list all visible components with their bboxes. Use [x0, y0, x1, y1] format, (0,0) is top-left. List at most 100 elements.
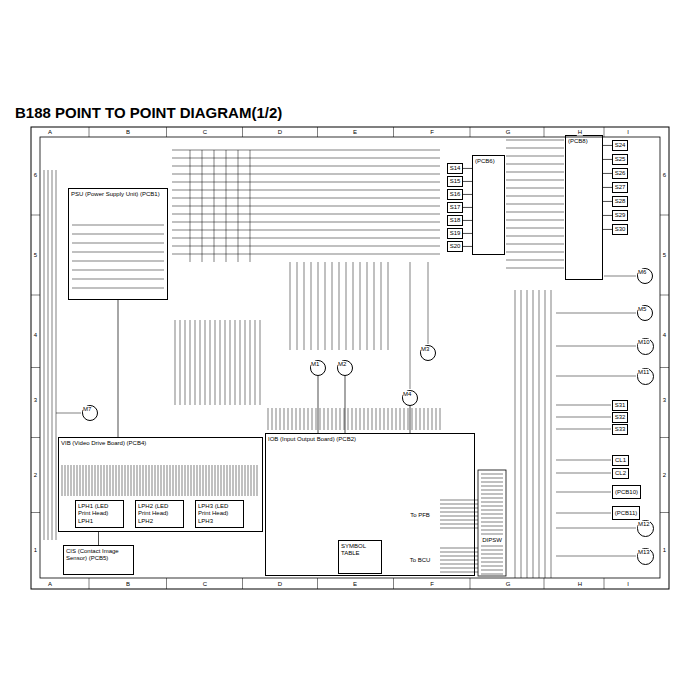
connector-pin	[364, 408, 365, 430]
harness-wire	[311, 262, 312, 350]
connector-pin	[376, 408, 377, 430]
connector-pin	[131, 465, 132, 496]
grid-row-number: 6	[33, 172, 38, 179]
grid-tick	[660, 215, 669, 216]
connector-pin	[188, 465, 189, 496]
harness-wire	[172, 238, 440, 239]
connector-pin	[220, 320, 221, 405]
harness-wire	[172, 230, 440, 231]
sheet-inner-frame	[40, 137, 660, 578]
connector-pin	[137, 465, 138, 496]
connector-pin	[344, 408, 345, 430]
connector-pin	[276, 408, 277, 430]
harness-wire	[52, 170, 53, 540]
connector-pin	[173, 465, 174, 496]
switch-pin	[481, 482, 503, 483]
connector-pin	[125, 465, 126, 496]
part-label: M10	[638, 339, 650, 346]
motor-symbol: M3	[420, 345, 436, 361]
symbol-table: SYMBOL TABLE	[338, 540, 382, 574]
grid-column-letter: B	[125, 129, 131, 136]
connector-pin	[152, 465, 153, 496]
part-label: (PCB10)	[615, 489, 638, 496]
grid-tick	[544, 578, 545, 589]
sensor-box: S33	[612, 424, 628, 435]
switch-pin	[481, 546, 503, 547]
wire-connector	[463, 220, 472, 221]
sensor-box: S14	[447, 163, 463, 174]
grid-column-letter: D	[277, 129, 283, 136]
connector-pin	[236, 465, 237, 496]
connector-pin	[179, 465, 180, 496]
grid-tick	[393, 127, 394, 137]
connector-pin	[182, 465, 183, 496]
harness-wire	[440, 504, 478, 505]
harness-wire	[381, 262, 382, 350]
connector-pin	[304, 408, 305, 430]
part-label: PSU (Power Supply Unit) (PCB1)	[71, 191, 160, 198]
power-supply-board: PSU (Power Supply Unit) (PCB1)	[68, 188, 168, 300]
grid-column-letter: E	[352, 580, 358, 587]
grid-tick	[242, 127, 243, 137]
connector-pin	[360, 408, 361, 430]
connector-pin	[83, 465, 84, 496]
sensor-box: S32	[612, 412, 628, 423]
grid-tick	[31, 367, 40, 368]
wire-connector	[603, 229, 612, 230]
grid-column-letter: C	[202, 580, 208, 587]
harness-wire	[527, 290, 528, 578]
harness-wire	[172, 206, 440, 207]
sensor-box: S16	[447, 189, 463, 200]
connector-pin	[250, 320, 251, 405]
connector-pin	[380, 408, 381, 430]
connector-pin	[164, 465, 165, 496]
connector-pin	[230, 465, 231, 496]
harness-wire	[190, 150, 191, 262]
part-label: S32	[615, 414, 626, 421]
connector-pin	[428, 408, 429, 430]
led-print-head: LPH1 (LED Print Head)LPH1	[75, 500, 124, 528]
connector-pin	[62, 465, 63, 496]
part-label: S18	[450, 217, 461, 224]
connector-pin	[180, 320, 181, 405]
part-label: M13	[638, 549, 650, 556]
harness-wire	[440, 548, 478, 549]
part-label: S20	[450, 243, 461, 250]
harness-wire	[551, 290, 552, 578]
connector-pin	[107, 465, 108, 496]
connector-pin	[348, 408, 349, 430]
sensor-box: S19	[447, 228, 463, 239]
harness-wire	[556, 346, 636, 347]
harness-wire	[506, 164, 564, 165]
harness-wire	[506, 140, 564, 141]
part-label: S26	[615, 170, 626, 177]
connector-pin	[400, 408, 401, 430]
switch-pin	[481, 566, 503, 567]
harness-wire	[440, 568, 478, 569]
switch-pin	[481, 514, 503, 515]
part-label: M12	[638, 521, 650, 528]
harness-wire	[56, 170, 57, 540]
connector-pin	[251, 465, 252, 496]
wire-connector	[410, 406, 411, 433]
harness-wire	[506, 204, 564, 205]
grid-row-number: 2	[662, 472, 667, 479]
connector-pin	[101, 465, 102, 496]
harness-wire	[360, 262, 361, 350]
harness-wire	[388, 262, 389, 350]
sensor-box: S28	[612, 196, 628, 207]
connector-pin	[356, 408, 357, 430]
switch-pin	[481, 486, 503, 487]
wire-connector	[603, 187, 612, 188]
connector-pin	[416, 408, 417, 430]
harness-wire	[556, 376, 636, 377]
connector-pin	[324, 408, 325, 430]
connector-pin	[288, 408, 289, 430]
connector-pin	[122, 465, 123, 496]
harness-wire	[556, 417, 611, 418]
connector-pin	[284, 408, 285, 430]
connector-pin	[140, 465, 141, 496]
connector-pin	[257, 465, 258, 496]
harness-wire	[506, 268, 564, 269]
harness-wire	[506, 228, 564, 229]
